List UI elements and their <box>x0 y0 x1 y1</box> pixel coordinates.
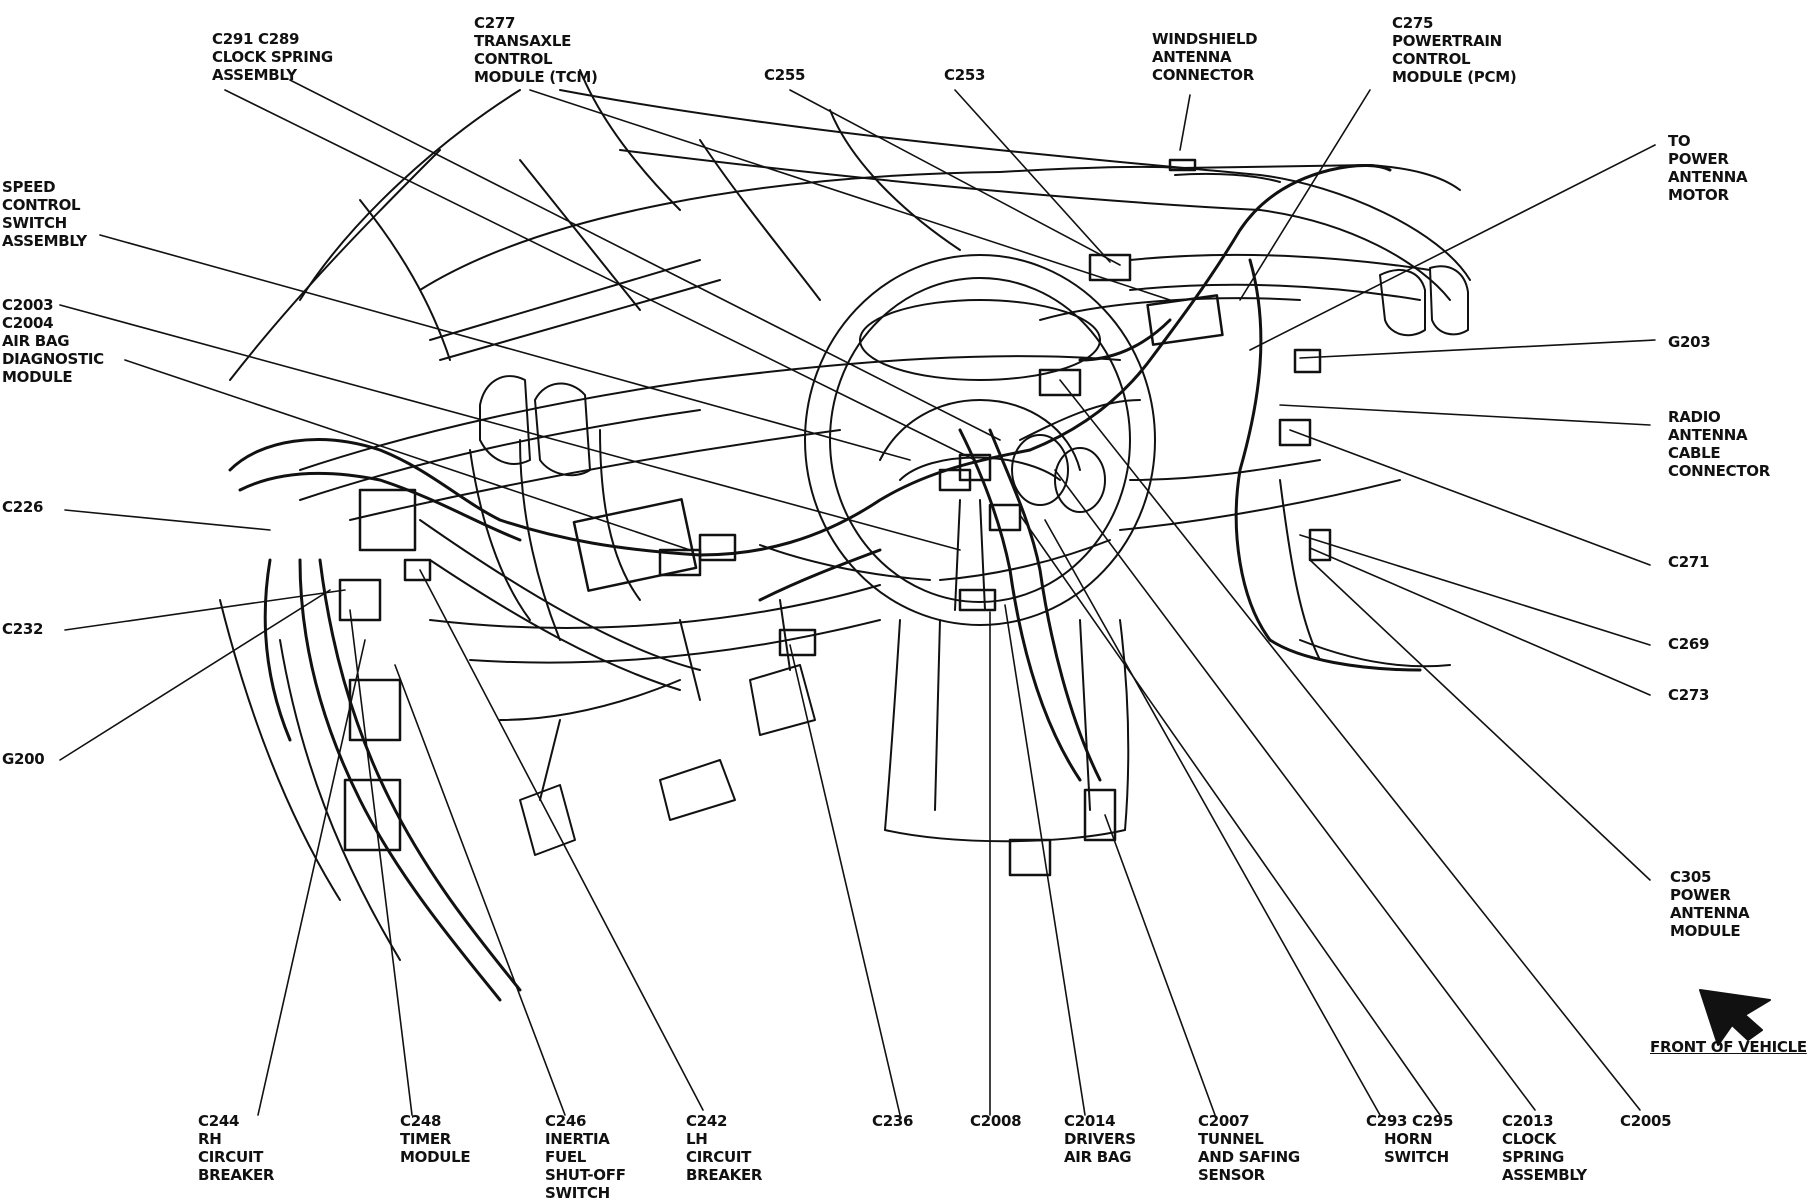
label-c253: C253 <box>944 66 986 84</box>
front-of-vehicle-label: FRONT OF VEHICLE <box>1650 1038 1807 1056</box>
label-c246-inertia-fuel-shutoff: C246 INERTIA FUEL SHUT-OFF SWITCH <box>545 1112 626 1200</box>
label-c2013-clock-spring-assembly: C2013 CLOCK SPRING ASSEMBLY <box>1502 1112 1587 1184</box>
label-g200: G200 <box>2 750 45 768</box>
label-speed-control-switch: SPEED CONTROL SWITCH ASSEMBLY <box>2 178 87 250</box>
label-g203: G203 <box>1668 333 1711 351</box>
steering-wheel <box>804 254 1156 626</box>
connectors <box>338 158 1332 877</box>
lower-panels <box>219 479 1451 961</box>
label-c248-timer-module: C248 TIMER MODULE <box>400 1112 471 1166</box>
label-c236: C236 <box>872 1112 914 1130</box>
interior-trim-lines <box>229 69 961 381</box>
label-c2003-c2004-air-bag-module: C2003 C2004 AIR BAG DIAGNOSTIC MODULE <box>2 296 104 386</box>
label-c2005: C2005 <box>1620 1112 1672 1130</box>
windshield-outline <box>419 89 1471 301</box>
steering-column <box>884 619 1130 843</box>
label-c273: C273 <box>1668 686 1710 704</box>
label-to-power-antenna-motor: TO POWER ANTENNA MOTOR <box>1668 132 1748 204</box>
label-c255: C255 <box>764 66 806 84</box>
label-c271: C271 <box>1668 553 1710 571</box>
label-c2008: C2008 <box>970 1112 1022 1130</box>
label-c242-lh-circuit-breaker: C242 LH CIRCUIT BREAKER <box>686 1112 763 1184</box>
air-vents <box>479 265 1469 477</box>
label-c291-c289: C291 C289 CLOCK SPRING ASSEMBLY <box>212 30 333 84</box>
label-c275-pcm: C275 POWERTRAIN CONTROL MODULE (PCM) <box>1392 14 1517 86</box>
label-c232: C232 <box>2 620 44 638</box>
label-c2014-drivers-air-bag: C2014 DRIVERS AIR BAG <box>1064 1112 1136 1166</box>
label-c226: C226 <box>2 498 44 516</box>
wiring-harness <box>228 164 1422 1002</box>
leader-lines <box>59 79 1656 1116</box>
label-radio-antenna-cable-connector: RADIO ANTENNA CABLE CONNECTOR <box>1668 408 1770 480</box>
dashboard-panel <box>299 253 1431 721</box>
label-c277-tcm: C277 TRANSAXLE CONTROL MODULE (TCM) <box>474 14 598 86</box>
label-windshield-antenna-connector: WINDSHIELD ANTENNA CONNECTOR <box>1152 30 1258 84</box>
label-c269: C269 <box>1668 635 1710 653</box>
label-c2007-tunnel-safing-sensor: C2007 TUNNEL AND SAFING SENSOR <box>1198 1112 1300 1184</box>
label-c244-rh-circuit-breaker: C244 RH CIRCUIT BREAKER <box>198 1112 275 1184</box>
label-c305-power-antenna-module: C305 POWER ANTENNA MODULE <box>1670 868 1750 940</box>
label-c293-c295-horn-switch: C293 C295 HORN SWITCH <box>1366 1112 1454 1166</box>
pedals <box>519 599 816 856</box>
front-of-vehicle-arrow-icon <box>1699 989 1771 1046</box>
